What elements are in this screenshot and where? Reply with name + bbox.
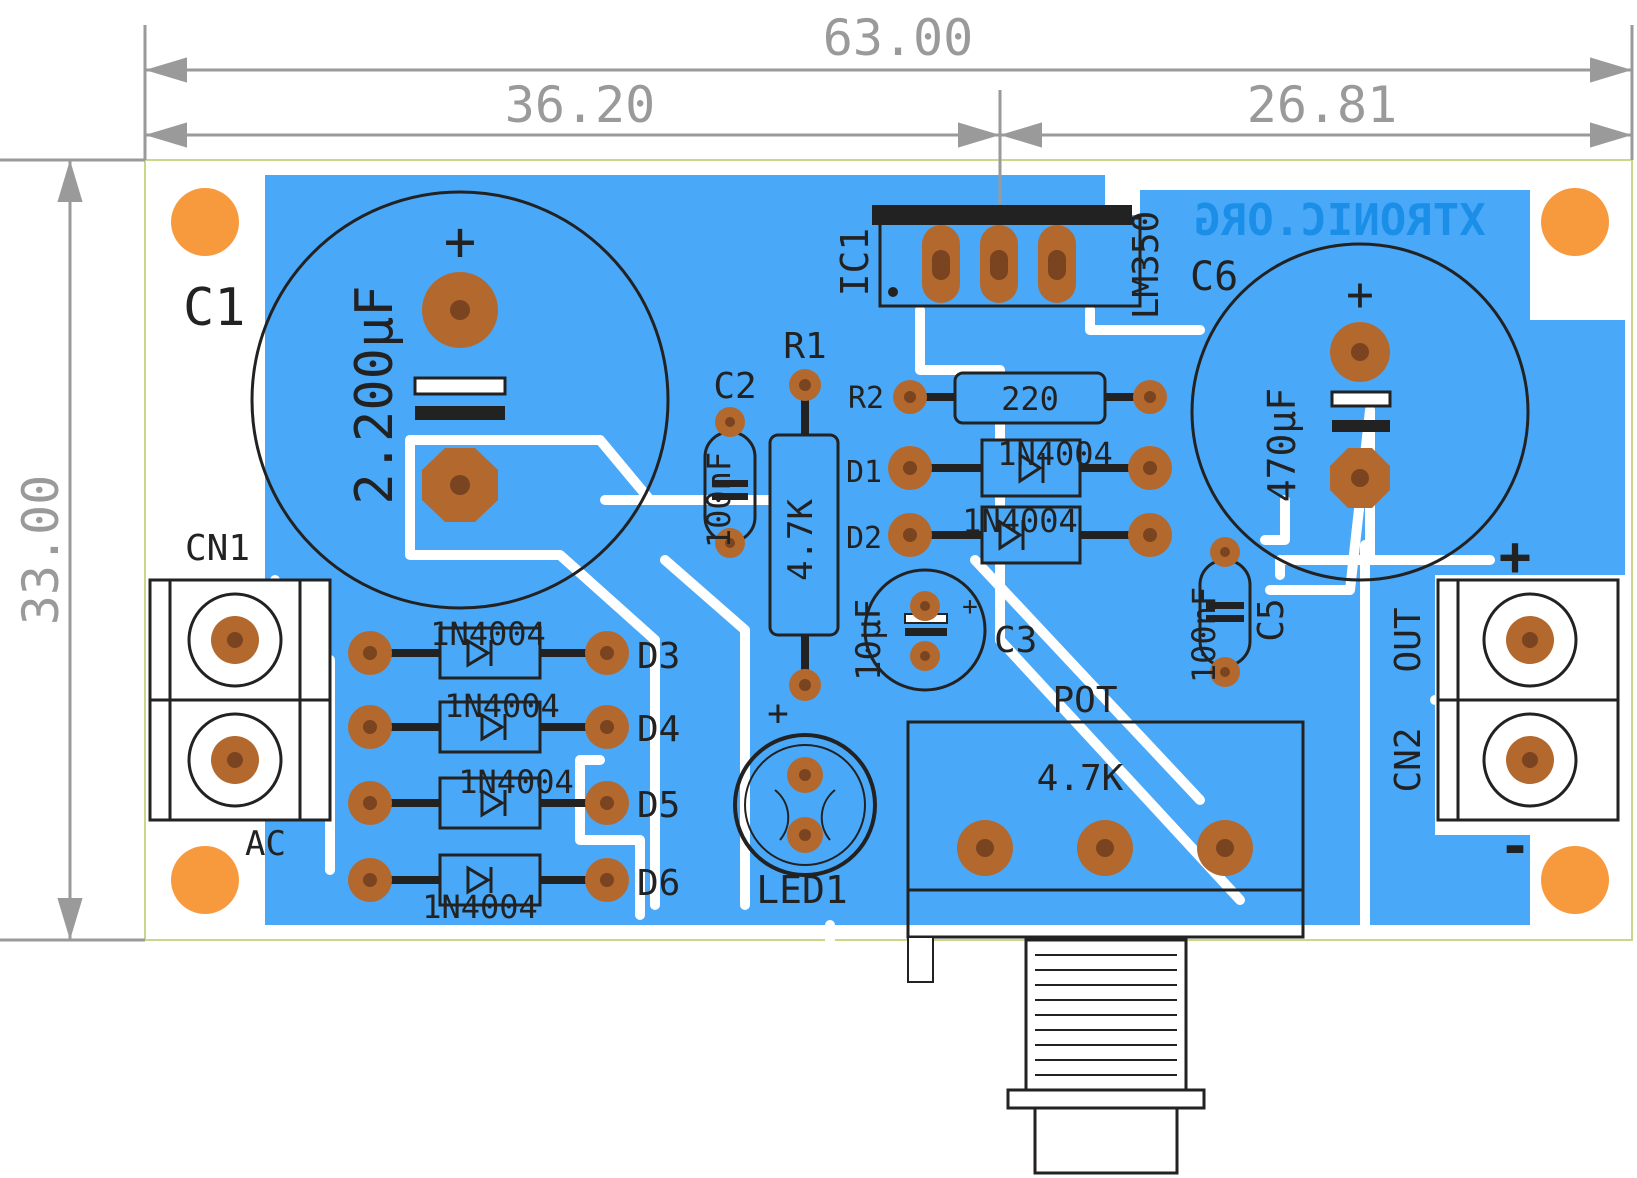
d3-value: 1N4004 [430, 615, 546, 653]
cn2-ref: CN2 [1388, 727, 1429, 792]
diode-d5: 1N4004 D5 [348, 763, 680, 830]
mount-hole-bottom-right [1541, 846, 1609, 914]
dimension-total-width: 63.00 [823, 9, 974, 67]
mount-hole-bottom-left [171, 846, 239, 914]
cn1-label: AC [245, 824, 286, 864]
c5-value: 100nF [1185, 587, 1223, 683]
r1-ref: R1 [783, 326, 826, 367]
led1-ref: LED1 [756, 868, 848, 912]
c2-ref: C2 [713, 366, 756, 407]
pot-value: 4.7K [1037, 758, 1124, 799]
c3-plus: + [962, 592, 978, 622]
dimension-left-width: 36.20 [505, 76, 656, 134]
c1-plus: + [444, 210, 477, 273]
d4-value: 1N4004 [444, 687, 560, 725]
r1-value: 4.7K [781, 499, 821, 581]
cn1-ref: CN1 [185, 528, 250, 569]
connector-cn1: CN1 AC [148, 528, 332, 864]
c3-ref: C3 [994, 620, 1037, 661]
c5-ref: C5 [1251, 598, 1292, 641]
led1-plus: + [767, 693, 789, 734]
led-led1: + LED1 [733, 693, 877, 912]
resistor-r1: R1 4.7K [768, 326, 840, 701]
c6-ref: C6 [1190, 254, 1238, 300]
d2-ref: D2 [846, 521, 882, 556]
diode-d1: D1 1N4004 [846, 435, 1172, 498]
c6-value: 470µF [1260, 388, 1304, 502]
diode-d6: 1N4004 D6 [348, 853, 680, 926]
mount-hole-top-left [171, 188, 239, 256]
d4-ref: D4 [637, 709, 680, 750]
d5-value: 1N4004 [458, 763, 574, 801]
d2-value: 1N4004 [962, 502, 1078, 540]
capacitor-c6: + C6 470µF [1190, 242, 1530, 582]
regulator-ic1: IC1 LM350 [833, 205, 1167, 319]
ic1-ref: IC1 [833, 228, 877, 297]
d6-ref: D6 [637, 863, 680, 904]
diode-d3: 1N4004 D3 [348, 615, 680, 680]
capacitor-c1: + C1 2.200µF [183, 190, 670, 610]
c2-value: 100nF [700, 452, 738, 548]
capacitor-c5: C5 100nF [1185, 537, 1292, 687]
ic1-value: LM350 [1126, 211, 1167, 319]
potentiometer-pot: POT 4.7K [906, 680, 1305, 1175]
resistor-r2: R2 220 [848, 371, 1167, 425]
d1-ref: D1 [846, 455, 882, 490]
c1-ref: C1 [183, 278, 246, 338]
mounting-holes [171, 188, 1609, 914]
capacitor-c2: C2 100nF [700, 366, 757, 558]
cn2-label: OUT [1388, 607, 1429, 672]
c6-plus: + [1346, 267, 1374, 321]
diode-d2: D2 1N4004 [846, 502, 1172, 565]
r2-value: 220 [1001, 380, 1059, 418]
d1-value: 1N4004 [997, 435, 1113, 473]
dimensions [0, 25, 1634, 942]
connector-cn2: + - CN2 OUT [1388, 525, 1620, 878]
diode-d4: 1N4004 D4 [348, 687, 680, 754]
mount-hole-top-right [1541, 188, 1609, 256]
cn2-minus: - [1499, 815, 1532, 878]
d5-ref: D5 [637, 785, 680, 826]
capacitor-c3: + C3 10µF [849, 568, 1037, 692]
watermark: XTRONIC.ORG [1194, 195, 1485, 246]
r2-ref: R2 [848, 381, 884, 416]
pot-ref: POT [1052, 680, 1117, 721]
dimension-right-width: 26.81 [1247, 76, 1398, 134]
c1-value: 2.200µF [345, 285, 405, 504]
dimension-height: 33.00 [12, 475, 70, 626]
d6-value: 1N4004 [422, 888, 538, 926]
c3-value: 10µF [849, 599, 889, 681]
d3-ref: D3 [637, 636, 680, 677]
cn2-plus: + [1499, 525, 1532, 588]
